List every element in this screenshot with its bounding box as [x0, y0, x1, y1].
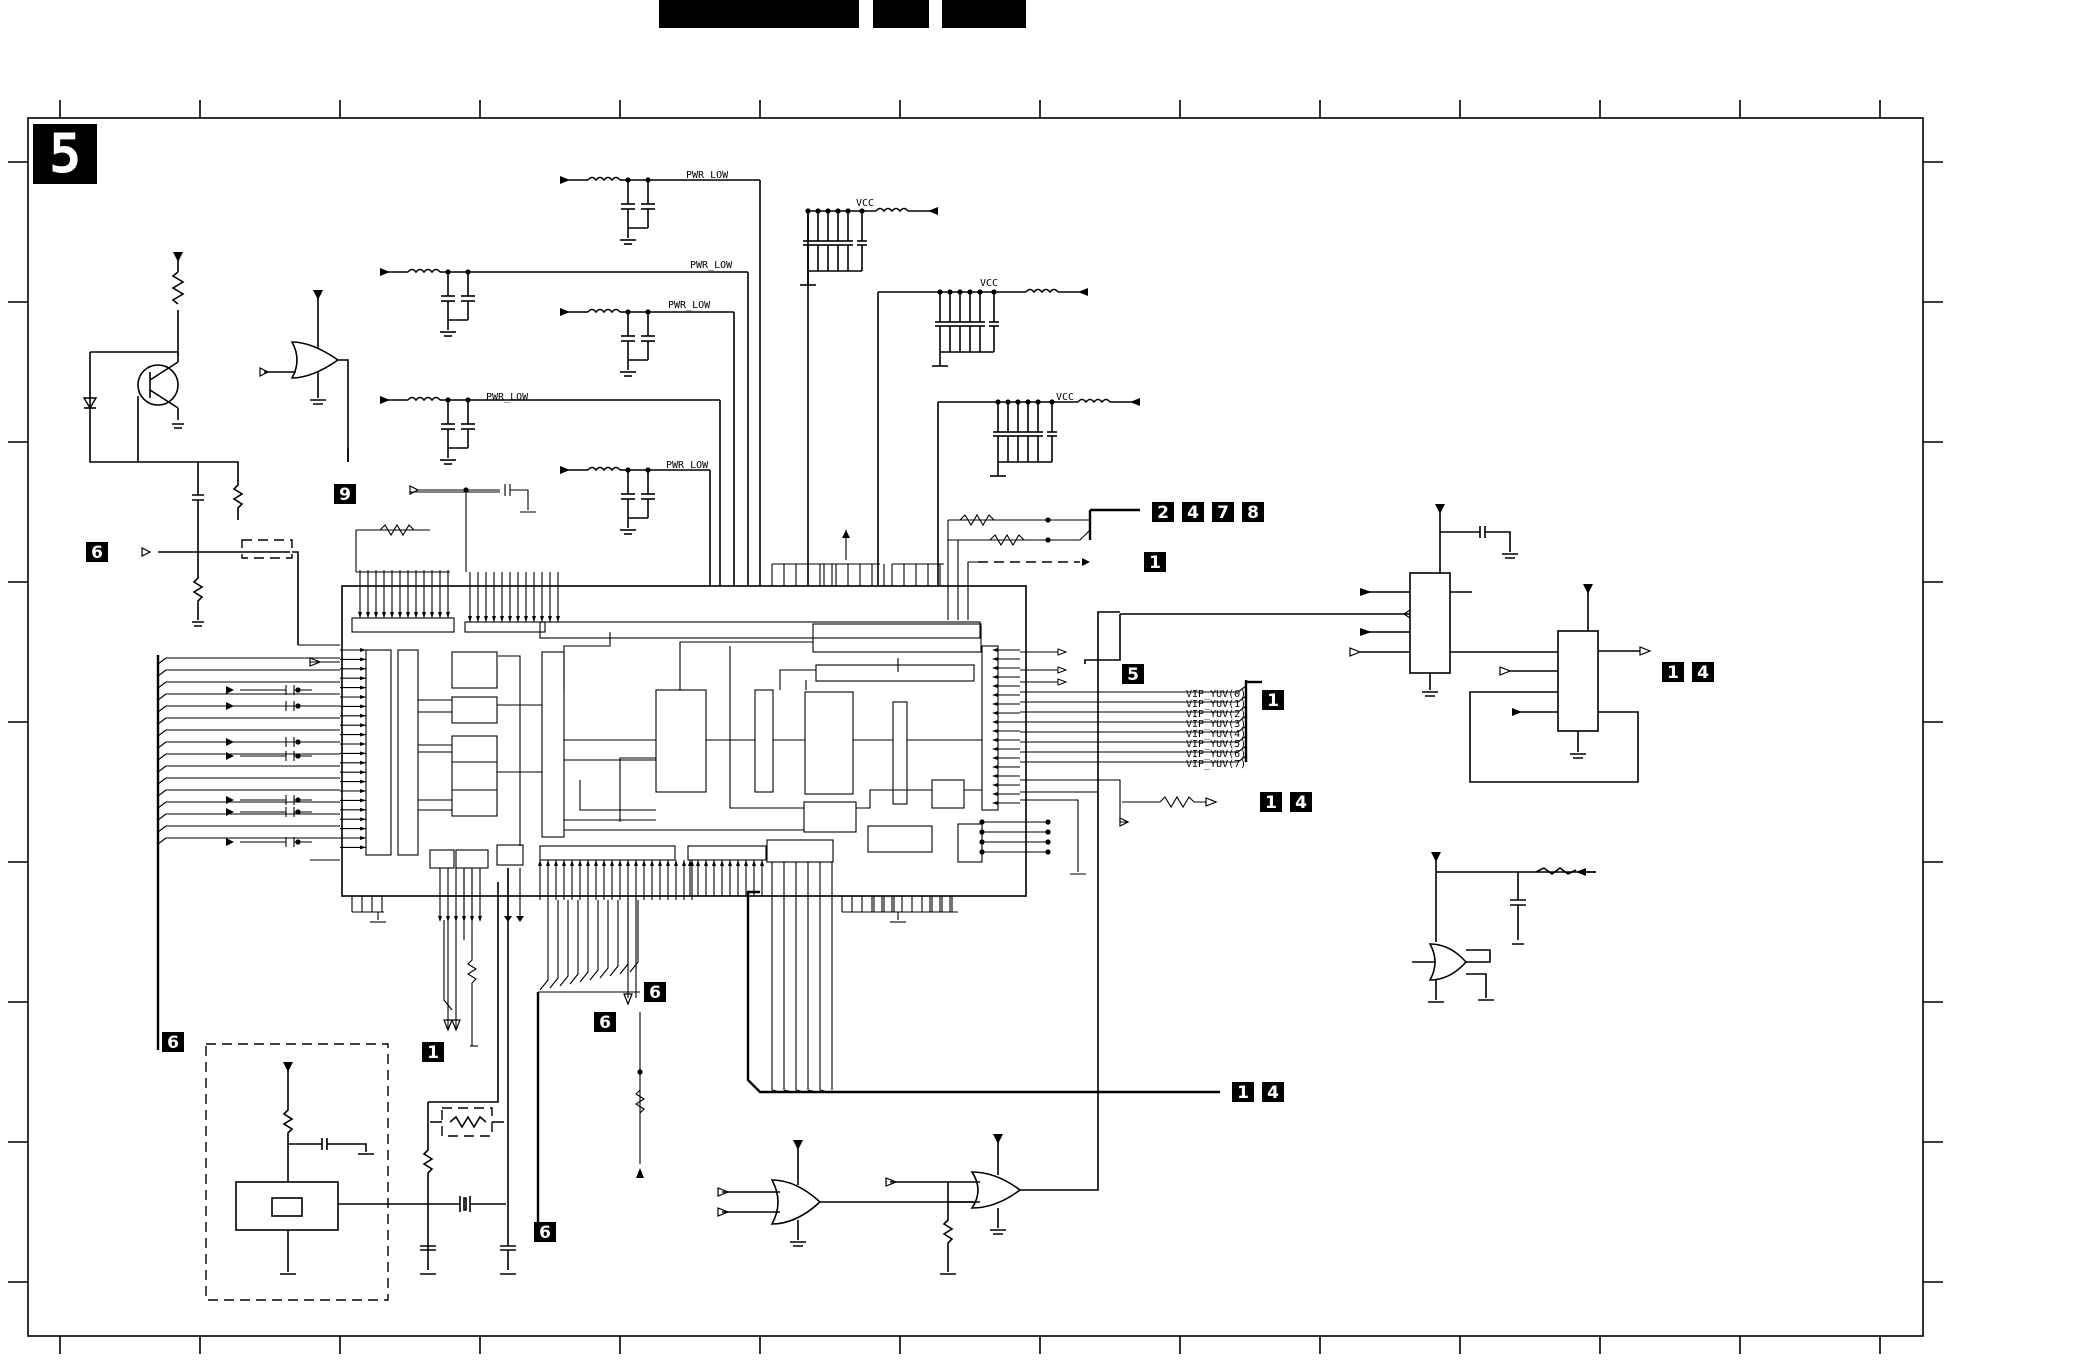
net-label-pwr-low: PWR_LOW: [486, 392, 529, 403]
bus-label: VIP_YUV(4): [1186, 729, 1246, 740]
bus-label: VIP_YUV(6): [1186, 749, 1246, 760]
drawing-frame: [8, 100, 1943, 1354]
net-label-pwr-low: PWR_LOW: [690, 260, 733, 271]
sheet-ref-digit: 9: [339, 485, 351, 505]
supply-filters: [380, 176, 1140, 586]
sheet-ref-digit: 6: [649, 983, 661, 1003]
net-label-vcc: VCC: [980, 278, 998, 289]
sheet-ref-digit: 8: [1247, 503, 1259, 523]
sheet-ref-digit: 4: [1295, 793, 1307, 813]
sheet-ref-digit: 6: [599, 1013, 611, 1033]
sheet-ref-digit: 6: [91, 543, 103, 563]
sheet-ref-digit: 1: [1265, 793, 1277, 813]
reset-circuit: [82, 252, 349, 645]
sheet-ref-ref-g: 1: [1262, 690, 1284, 711]
bottom-gates: [717, 611, 1120, 1275]
sheet-ref-digit: 1: [1667, 663, 1679, 683]
sheet-ref-ref-l: 6: [644, 982, 666, 1003]
sheet-ref-ref-e: 5: [1122, 664, 1144, 685]
sheet-ref-ref-i: 6: [162, 1032, 184, 1053]
sheet-ref-ref-a: 6: [86, 542, 108, 563]
right-logic: [1084, 504, 1652, 1003]
sheet-ref-digit: 4: [1697, 663, 1709, 683]
main-decoder-ic: [341, 585, 1027, 897]
sheet-ref-ref-k: 6: [594, 1012, 616, 1033]
header-blocks: [659, 0, 1026, 28]
sheet-ref-digit: 1: [1267, 691, 1279, 711]
sheet-ref-digit: 6: [539, 1223, 551, 1243]
net-label-pwr-low: PWR_LOW: [666, 460, 709, 471]
net-label-vcc: VCC: [1056, 392, 1074, 403]
net-label-vcc: VCC: [856, 198, 874, 209]
bus-label: VIP_YUV(0): [1186, 689, 1246, 700]
bus-label: VIP_YUV(7): [1186, 759, 1246, 770]
sheet-ref-ref-b: 9: [334, 484, 356, 505]
interconnect-wiring: [156, 484, 1262, 1232]
sheet-ref-digit: 6: [167, 1033, 179, 1053]
sheet-ref-digit: 4: [1267, 1083, 1279, 1103]
sheet-ref-ref-d: 1: [1144, 552, 1166, 573]
pwr-low-labels: PWR_LOW PWR_LOW PWR_LOW PWR_LOW PWR_LOW …: [486, 170, 1074, 471]
sheet-number: 5: [49, 122, 82, 185]
bus-label: VIP_YUV(1): [1186, 699, 1246, 710]
sheet-ref-digit: 1: [1237, 1083, 1249, 1103]
sheet-ref-digit: 1: [427, 1043, 439, 1063]
sheet-ref-digit: 7: [1217, 503, 1229, 523]
bus-label: VIP_YUV(2): [1186, 709, 1246, 720]
ic-pin-array: [340, 491, 1020, 1090]
sheet-ref-ref-j: 1: [422, 1042, 444, 1063]
oscillator-module: [205, 868, 516, 1301]
sheet-ref-digit: 2: [1157, 503, 1169, 523]
net-label-pwr-low: PWR_LOW: [668, 300, 711, 311]
bus-label: VIP_YUV(5): [1186, 739, 1246, 750]
sheet-ref-digit: 4: [1187, 503, 1199, 523]
sheet-number-badge: 5: [33, 122, 97, 185]
sheet-ref-digit: 1: [1149, 553, 1161, 573]
vip-yuv-bus: VIP_YUV(0) VIP_YUV(1) VIP_YUV(2) VIP_YUV…: [1186, 689, 1246, 770]
bus-label: VIP_YUV(3): [1186, 719, 1246, 730]
net-label-pwr-low: PWR_LOW: [686, 170, 729, 181]
sheet-ref-ref-n: 6: [534, 1222, 556, 1243]
sheet-ref-digit: 5: [1127, 665, 1139, 685]
